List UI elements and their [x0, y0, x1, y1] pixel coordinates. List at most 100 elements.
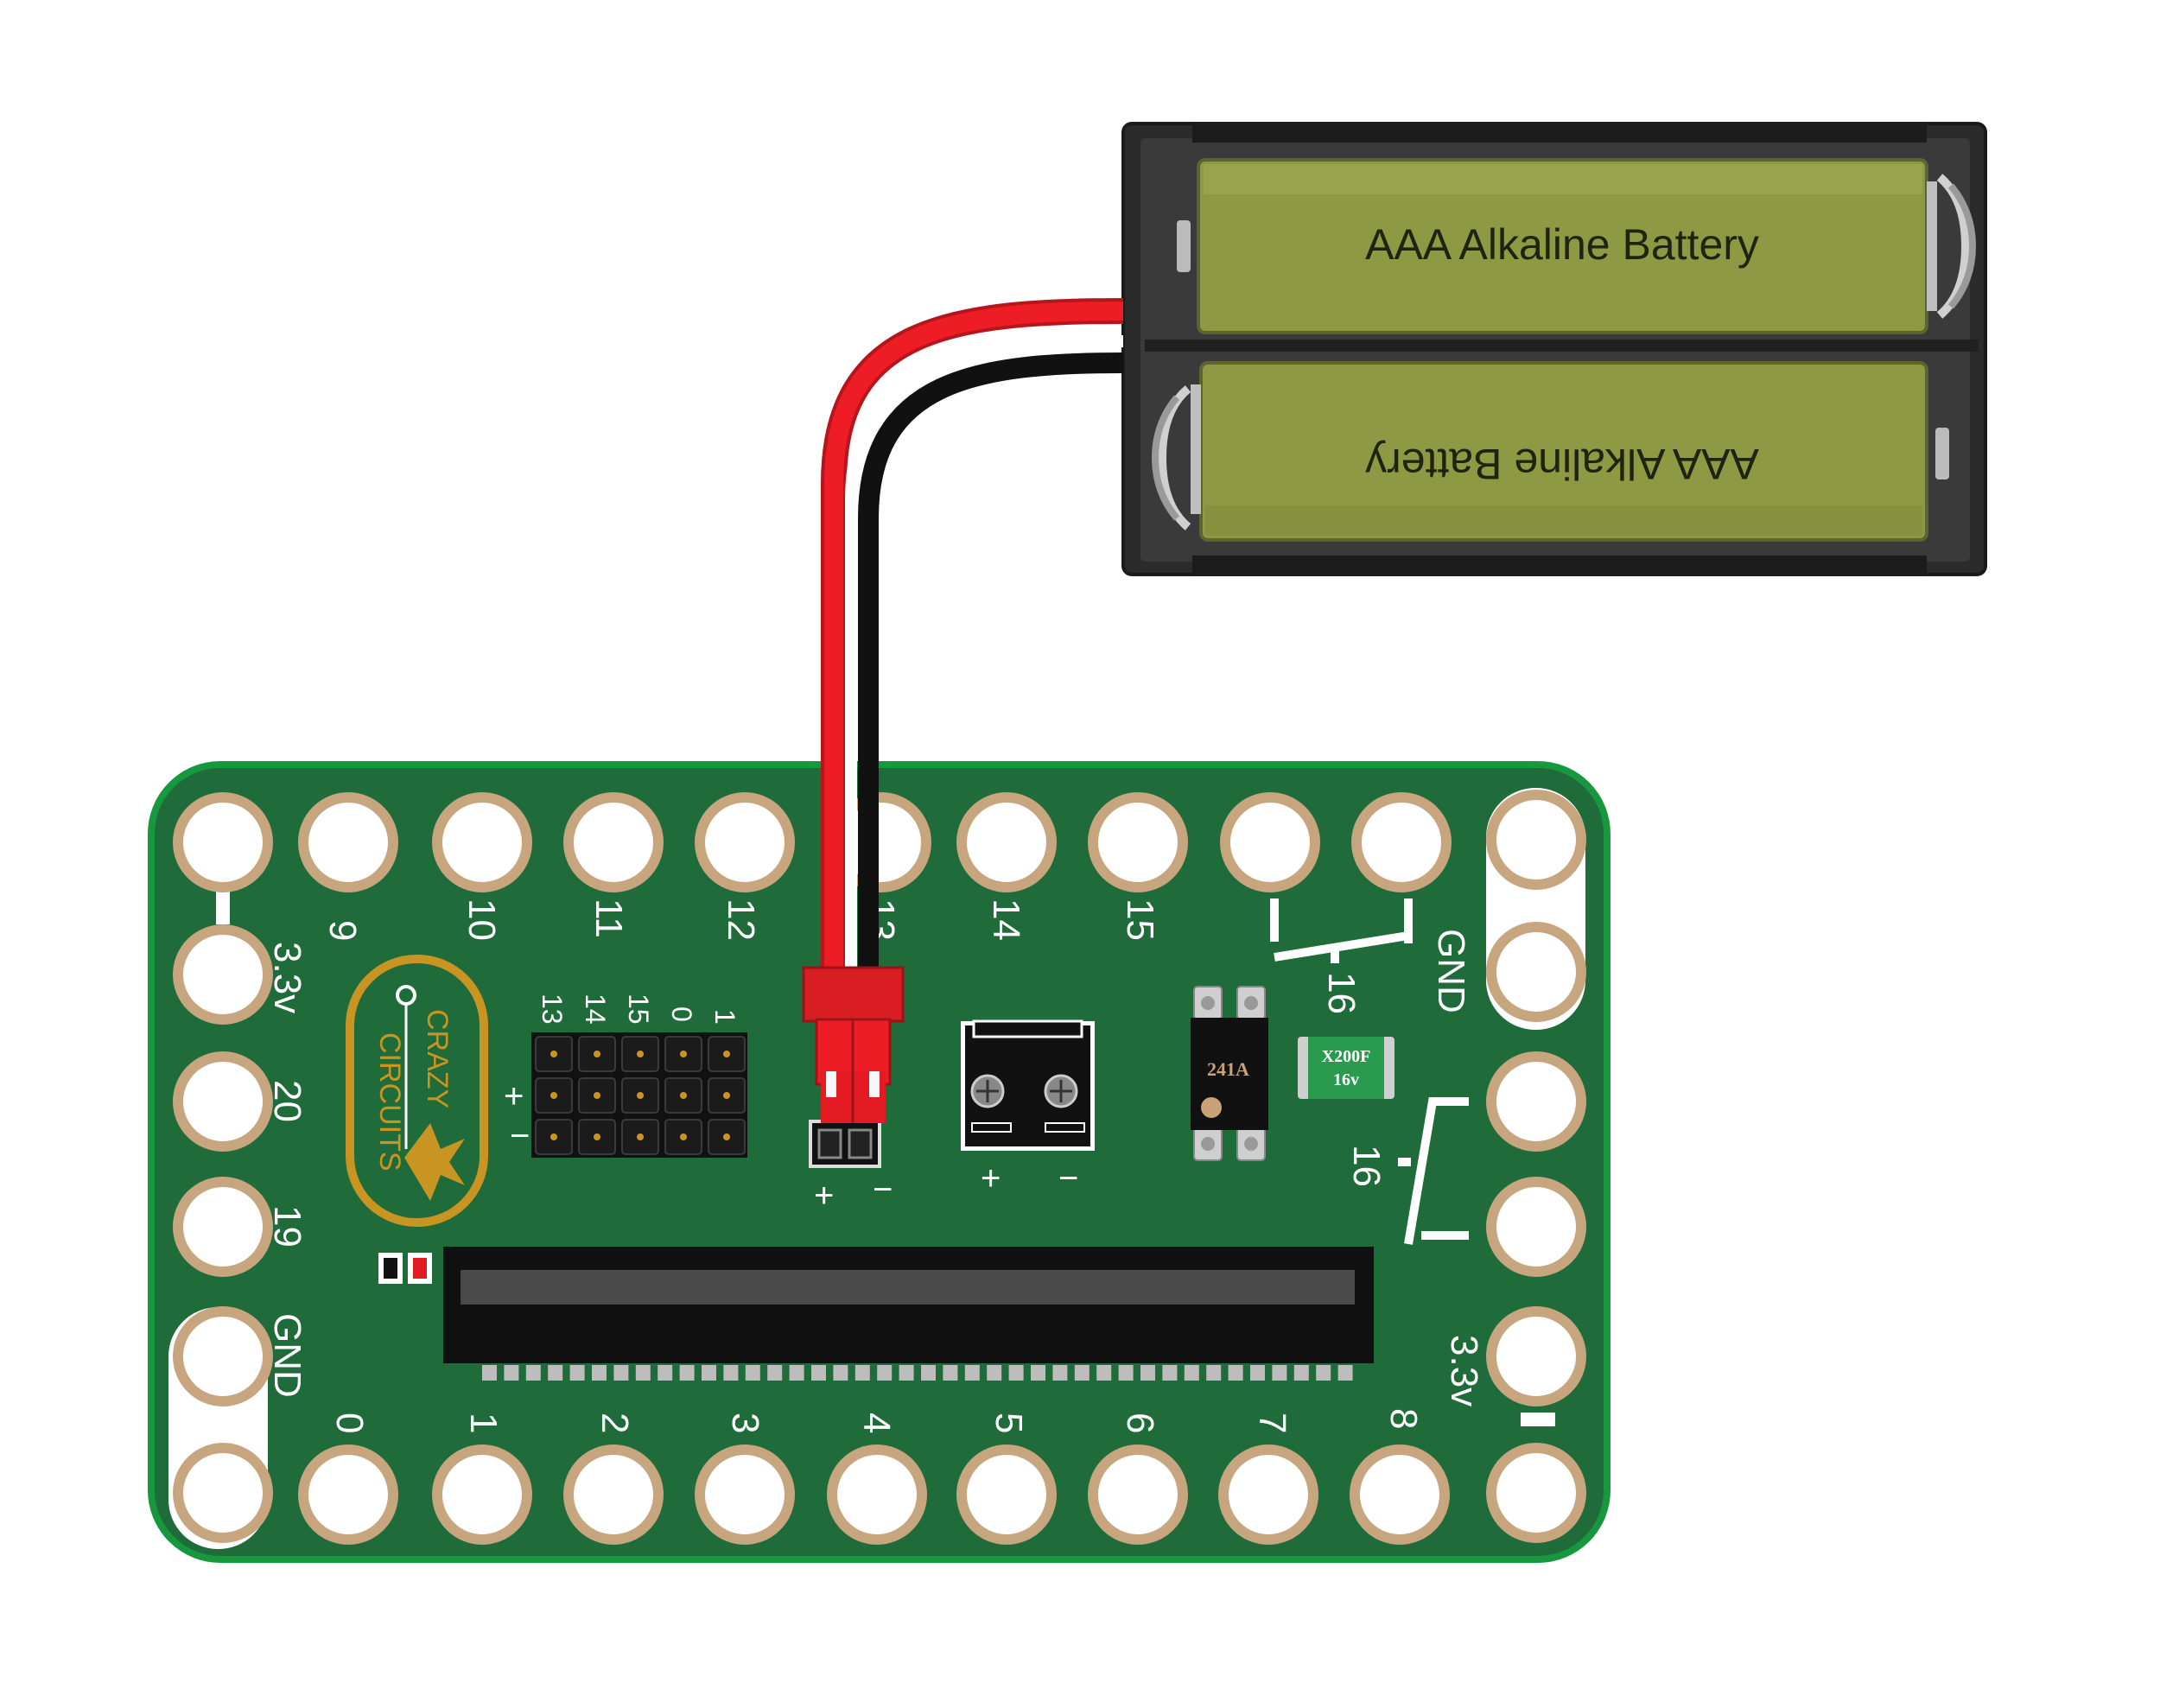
header-pin-contact: [680, 1051, 687, 1057]
edge-tooth: [525, 1365, 541, 1381]
pad-gnd-left-bottom: [173, 1443, 273, 1543]
header-pin-contact: [680, 1092, 687, 1099]
spring-top-icon: [1936, 174, 1977, 319]
pad-20: [173, 1051, 273, 1152]
contact-top-icon: [1177, 220, 1191, 272]
pad-19: [173, 1177, 273, 1277]
pad-gnd-left-top: [173, 1306, 273, 1406]
edge-tooth: [635, 1365, 651, 1381]
label-19: 19: [266, 1205, 308, 1248]
edge-tooth: [943, 1365, 958, 1381]
battery-bottom-label: AAA Alkaline Battery: [1365, 440, 1759, 488]
header-pin-contact: [637, 1092, 644, 1099]
edge-tooth: [658, 1365, 673, 1381]
label-16-top: 16: [1320, 972, 1363, 1014]
header-pin-contact: [594, 1051, 600, 1057]
edge-tooth: [745, 1365, 760, 1381]
pin-label-10: 10: [461, 898, 503, 941]
bottom-pin-labels: 0 1 2 3 4 5 6 7 8: [328, 1408, 1425, 1433]
label-gnd-right: GND: [1430, 929, 1472, 1013]
edge-tooth: [1140, 1365, 1155, 1381]
crazy-circuits-logo: CRAZY CIRCUITS: [346, 955, 488, 1227]
header-rail-plus: +: [504, 1077, 524, 1115]
right-labels: GND 16 16 3.3v: [1320, 929, 1485, 1406]
edge-tooth: [1228, 1365, 1243, 1381]
pad-3v3-left: [173, 924, 273, 1025]
edge-tooth: [987, 1365, 1002, 1381]
pads: [173, 790, 1586, 1545]
wire-red: [821, 298, 1124, 976]
pad-6: [1088, 1444, 1188, 1545]
edge-tooth: [482, 1365, 497, 1381]
pin-header: 13 14 15 0 1 + −: [504, 994, 747, 1158]
spring-bottom-icon: [1151, 385, 1191, 530]
jst-connector: + −: [809, 1120, 893, 1215]
edge-tooth: [1008, 1365, 1024, 1381]
edge-tooth: [548, 1365, 563, 1381]
label-gnd-left: GND: [266, 1313, 308, 1398]
header-pin-contact: [594, 1092, 600, 1099]
screw-terminal: + −: [961, 1019, 1095, 1197]
pin-label-14: 14: [985, 898, 1027, 941]
edge-tooth: [811, 1365, 826, 1381]
header-pin-contact: [637, 1133, 644, 1140]
pin-label-4: 4: [855, 1413, 898, 1433]
header-label-13: 13: [537, 994, 568, 1025]
jst-plus-label: +: [814, 1177, 834, 1215]
edge-tooth: [679, 1365, 695, 1381]
edge-tooth: [1052, 1365, 1068, 1381]
edge-tooth: [1272, 1365, 1287, 1381]
logo-star-icon: [404, 1123, 465, 1201]
label-16-right: 16: [1345, 1145, 1388, 1187]
pad-16-top-b: [1351, 792, 1452, 892]
pad-0: [298, 1444, 398, 1545]
wire-white-gap: [845, 335, 1124, 976]
pin-label-7: 7: [1251, 1413, 1293, 1433]
edge-connector-slot: [443, 1247, 1374, 1381]
edge-tooth: [1162, 1365, 1178, 1381]
pad-16-right-a: [1486, 1051, 1586, 1152]
header-rail-minus: −: [510, 1117, 530, 1155]
edge-tooth: [833, 1365, 848, 1381]
edge-tooth: [1293, 1365, 1309, 1381]
logo-text-circuits: CIRCUITS: [373, 1032, 406, 1171]
fuse-component: X200F 16v: [1298, 1037, 1394, 1099]
header-pin-contact: [723, 1133, 730, 1140]
pad-15: [1088, 792, 1188, 892]
ic-chip: 241A: [1191, 986, 1268, 1161]
pad-7: [1218, 1444, 1318, 1545]
pad-gnd-right-top: [1486, 790, 1586, 890]
header-label-0: 0: [666, 1006, 697, 1022]
switch-trace-top: [1270, 898, 1413, 963]
battery-top-label: AAA Alkaline Battery: [1365, 220, 1759, 269]
pad-3v3-right: [1486, 1306, 1586, 1406]
edge-tooth: [964, 1365, 980, 1381]
pad-2: [563, 1444, 664, 1545]
header-pin-contact: [550, 1133, 557, 1140]
header-pin-contact: [637, 1051, 644, 1057]
pin-label-2: 2: [594, 1413, 636, 1433]
edge-tooth: [613, 1365, 629, 1381]
ic-label: 241A: [1207, 1058, 1249, 1080]
pin-label-9: 9: [321, 920, 364, 941]
edge-tooth: [1074, 1365, 1090, 1381]
pin-label-12: 12: [720, 898, 762, 941]
edge-tooth: [1096, 1365, 1112, 1381]
edge-tooth: [899, 1365, 914, 1381]
pin-label-15: 15: [1119, 898, 1161, 941]
header-pin-contact: [550, 1092, 557, 1099]
header-pin-contact: [594, 1133, 600, 1140]
switch-trace-right: [1398, 1097, 1469, 1245]
pad-5: [956, 1444, 1057, 1545]
wire-black: [858, 352, 1124, 976]
edge-tooth: [702, 1365, 716, 1381]
label-3v3-left: 3.3v: [266, 942, 308, 1013]
pad-3v3-bottom-right: [1486, 1443, 1586, 1543]
contact-bottom-icon: [1935, 428, 1949, 479]
battery-top: AAA Alkaline Battery: [1197, 158, 1937, 334]
fuse-label-line1: X200F: [1322, 1047, 1371, 1066]
pad-10: [432, 792, 532, 892]
pin-label-0: 0: [328, 1413, 371, 1433]
edge-tooth: [1316, 1365, 1331, 1381]
